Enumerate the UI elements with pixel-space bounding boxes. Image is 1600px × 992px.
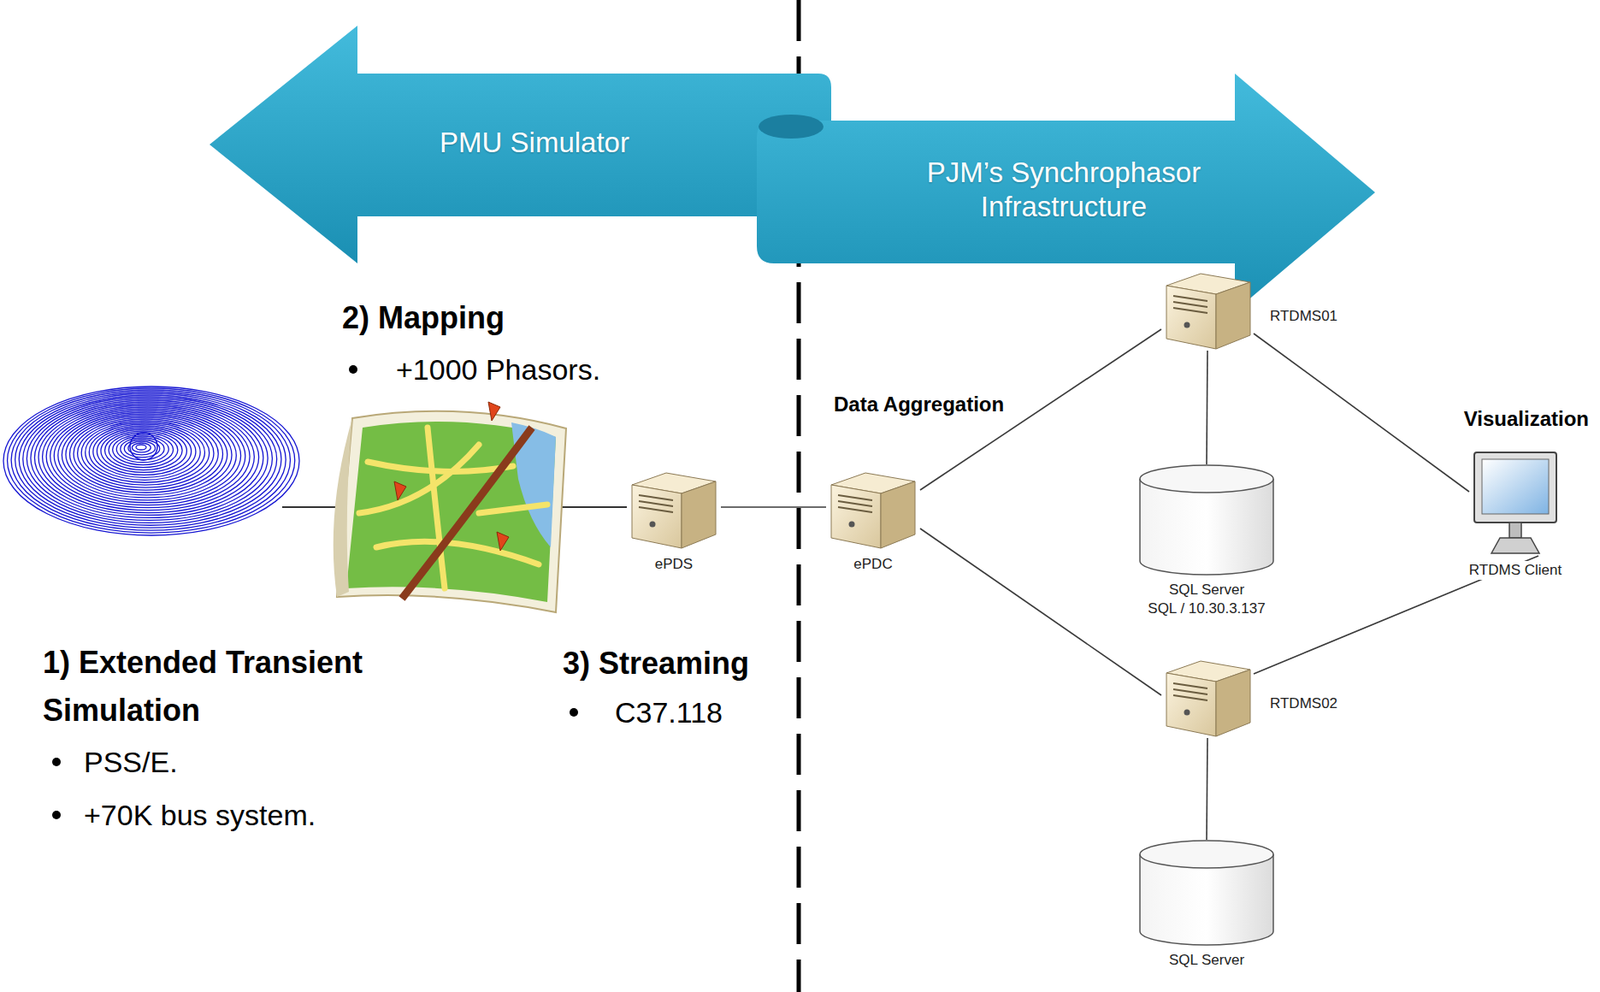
device-caption: RTDMS02 [1267, 694, 1341, 714]
link-wire [282, 506, 339, 508]
spiral-ring [34, 400, 263, 515]
spiral-ring [65, 413, 228, 496]
device-caption: RTDMS01 [1267, 307, 1341, 326]
device-caption: ePDS [652, 554, 696, 574]
spiral-ring [7, 388, 296, 533]
spiral-ring [38, 401, 260, 514]
map-icon [333, 401, 567, 613]
step-heading: 2) Mapping [342, 299, 505, 337]
caption-group: ePDC [850, 554, 895, 574]
step-heading: 1) Extended Transient Simulation [42, 638, 445, 735]
caption-group: RTDMS01 [1267, 307, 1341, 326]
node-server: ePDC [826, 464, 921, 550]
spiral-ring [11, 389, 290, 531]
map-river [401, 427, 532, 599]
spiral-ring [105, 430, 184, 471]
spiral-ring [3, 386, 300, 536]
arrow-title: PJM’s Synchrophasor Infrastructure [909, 155, 1218, 225]
spiral-ring [81, 420, 210, 485]
bullet-text: PSS/E. [83, 744, 178, 780]
connector [1206, 350, 1208, 465]
db-shape [1138, 464, 1276, 576]
bullet-dots [52, 365, 579, 820]
node-db: SQL ServerSQL / 10.30.3.137 [1138, 464, 1276, 576]
caption-group: SQL Server [1166, 950, 1247, 970]
spiral-ring [108, 432, 178, 468]
spiral-ring [93, 425, 196, 478]
map-pins [394, 401, 509, 551]
caption-group: RTDMS Client [1466, 560, 1565, 580]
map-fold [333, 418, 353, 597]
node-monitor: RTDMS Client [1469, 448, 1562, 556]
section-label: Visualization [1461, 406, 1592, 431]
server-shape [826, 464, 921, 550]
connector-line [1206, 738, 1208, 840]
device-caption: RTDMS Client [1466, 560, 1565, 580]
connector-line [1253, 333, 1470, 492]
node-server: ePDS [626, 464, 721, 550]
spiral-ring [116, 436, 169, 463]
spiral-ring [70, 415, 224, 493]
bullet-text: +1000 Phasors. [395, 352, 601, 388]
spiral-ring [135, 444, 147, 450]
arrow-body [209, 25, 832, 264]
map-roads [359, 427, 548, 589]
monitor-shape [1469, 448, 1562, 556]
arrow-body [756, 73, 1376, 312]
spiral-ring [30, 398, 268, 518]
spiral-ring [58, 410, 237, 501]
spiral-ring [53, 408, 241, 503]
link-wire [557, 506, 627, 508]
section-label: Data Aggregation [831, 391, 1007, 417]
spiral-ring [26, 396, 272, 520]
map-land [346, 421, 556, 603]
spiral-ring [18, 393, 282, 526]
node-server: RTDMS01 [1161, 265, 1254, 351]
spiral-ring [46, 405, 250, 508]
spiral-ring [88, 424, 201, 480]
spiral-ring [85, 422, 206, 483]
server-shape [1161, 265, 1254, 351]
connector [1206, 738, 1208, 840]
server-shape [1161, 652, 1254, 739]
device-caption: SQL / 10.30.3.137 [1145, 599, 1268, 619]
node-arrowR: PJM’s Synchrophasor Infrastructure [756, 73, 1376, 312]
bullet-text: C37.118 [614, 695, 723, 731]
connector [1253, 333, 1470, 492]
spiral-core [129, 432, 158, 461]
bullet-text: +70K bus system. [83, 797, 316, 833]
spiral-ring [77, 419, 214, 488]
caption-group: SQL ServerSQL / 10.30.3.137 [1145, 580, 1268, 619]
spiral-ring [73, 417, 219, 491]
spiral-ring [15, 391, 287, 528]
map-sheet [336, 411, 567, 613]
connector [920, 528, 1162, 696]
device-caption: SQL Server [1166, 950, 1247, 970]
spiral-ring [100, 429, 187, 473]
node-db: SQL Server [1138, 839, 1276, 946]
device-caption: SQL Server [1145, 580, 1268, 600]
spiral-ring [131, 442, 151, 453]
connector-line [920, 528, 1162, 696]
connector-line [1206, 350, 1208, 465]
caption-group: RTDMS02 [1267, 694, 1341, 714]
caption-group: ePDS [652, 554, 696, 574]
db-shape [1138, 839, 1276, 946]
scroll-curl [758, 114, 824, 139]
arrow-title: PMU Simulator [354, 125, 715, 160]
device-caption: ePDC [850, 554, 895, 574]
spiral-ring [50, 407, 246, 506]
simulation-spiral [3, 386, 300, 536]
spiral-ring [96, 427, 191, 475]
connector-line [720, 506, 827, 508]
step-heading: 3) Streaming [562, 644, 750, 682]
spiral-ring [23, 395, 278, 523]
node-server: RTDMS02 [1161, 652, 1254, 739]
server-shape [626, 464, 721, 550]
spiral-ring [42, 403, 255, 511]
connector [720, 507, 827, 508]
node-arrowL: PMU Simulator [209, 25, 832, 264]
spiral-ring [61, 412, 232, 498]
